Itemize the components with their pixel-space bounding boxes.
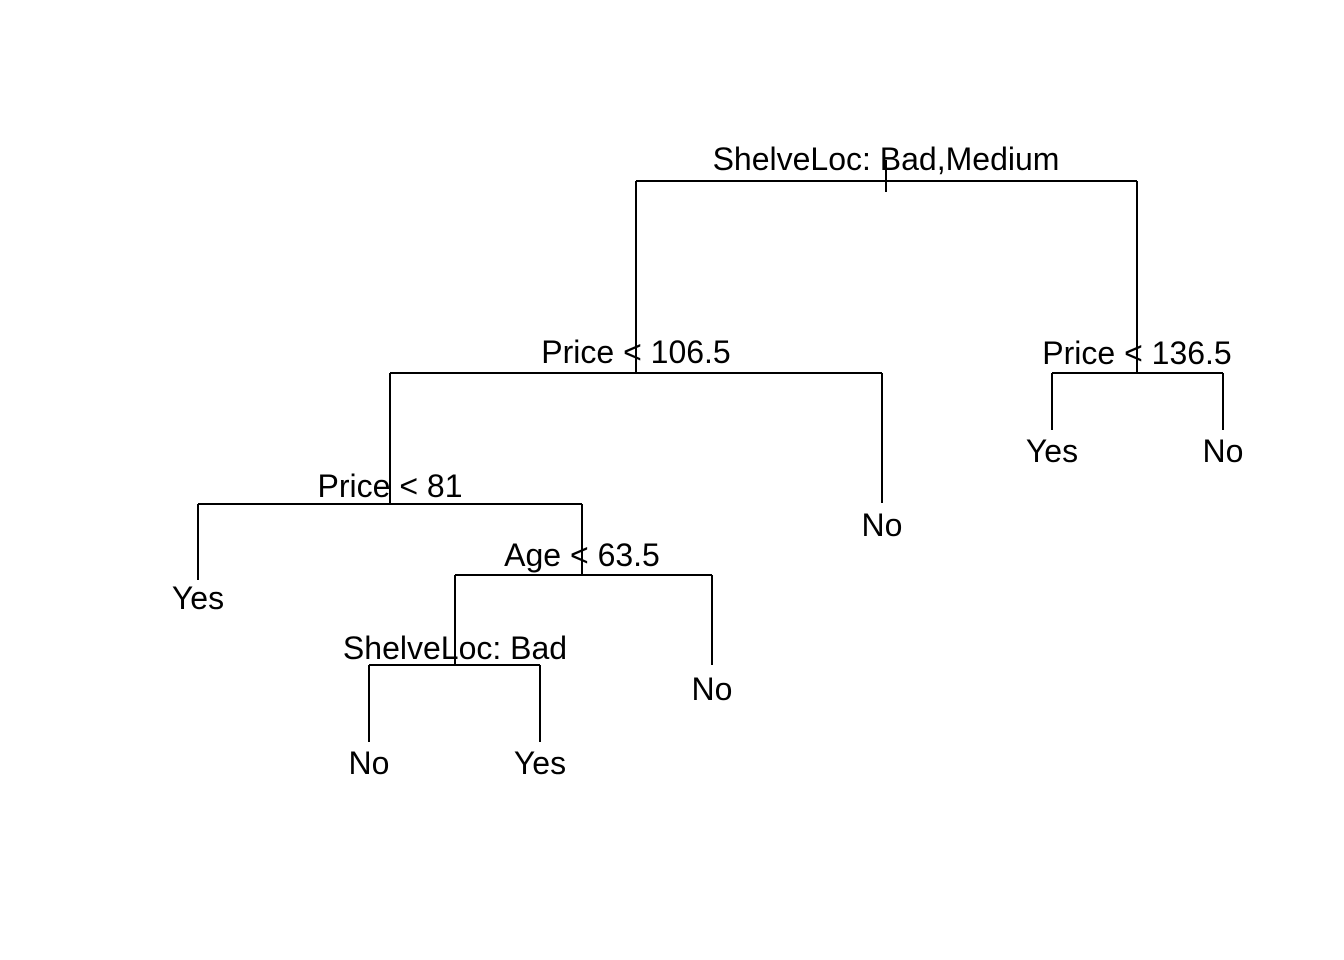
leaf-node-label: Yes [172,580,224,616]
leaf-node-label: No [692,671,733,707]
split-node-label: ShelveLoc: Bad [343,630,567,666]
tree-lines-layer [197,160,1224,742]
leaf-node-label: No [862,507,903,543]
split-node-label: Price < 81 [318,468,463,504]
leaf-node-label: No [349,745,390,781]
split-node-label: Age < 63.5 [504,537,660,573]
split-node-label: Price < 136.5 [1042,335,1231,371]
leaf-node-label: No [1203,433,1244,469]
split-node-label: ShelveLoc: Bad,Medium [713,141,1060,177]
split-node-label: Price < 106.5 [541,334,730,370]
leaf-node-label: Yes [514,745,566,781]
leaf-node-label: Yes [1026,433,1078,469]
